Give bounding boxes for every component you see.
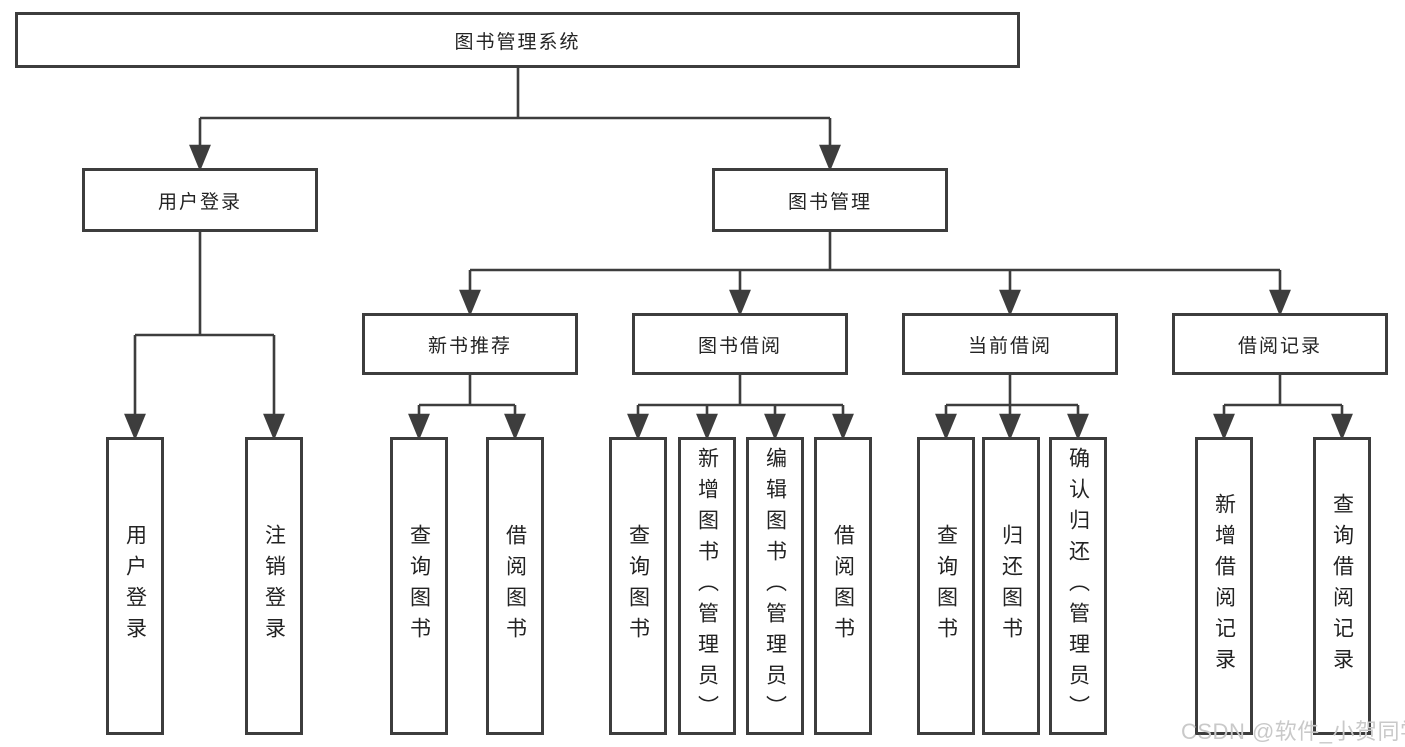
leaf-logout: 注销登录 [245,437,303,735]
leaf-edit-books-admin-label: 编辑图书（管理员） [763,446,787,726]
connector-root-to-level2 [189,68,841,172]
leaf-confirm-return-admin: 确认归还（管理员） [1049,437,1107,735]
arrow-down-icon [189,144,211,172]
arrow-down-icon [263,413,285,441]
arrow-down-icon [819,144,841,172]
leaf-add-books-admin: 新增图书（管理员） [678,437,736,735]
arrow-down-icon [935,413,957,441]
leaf-user-login: 用户登录 [106,437,164,735]
arrow-down-icon [504,413,526,441]
connector-borrow-record-children [1213,375,1353,441]
node-book-management: 图书管理 [712,168,948,232]
leaf-return-books-label: 归还图书 [999,524,1023,648]
arrow-down-icon [1213,413,1235,441]
leaf-borrow-books-1-label: 借阅图书 [503,524,527,648]
node-book-borrow-label: 图书借阅 [697,335,782,357]
leaf-add-borrow-record-label: 新增借阅记录 [1212,493,1236,679]
leaf-query-borrow-record-label: 查询借阅记录 [1330,493,1354,679]
leaf-borrow-books-2-label: 借阅图书 [831,524,855,648]
node-user-login: 用户登录 [82,168,318,232]
node-new-book-recommend: 新书推荐 [362,313,578,375]
leaf-edit-books-admin: 编辑图书（管理员） [746,437,804,735]
leaf-query-books-1-label: 查询图书 [407,524,431,648]
arrow-down-icon [1331,413,1353,441]
arrow-down-icon [729,289,751,317]
leaf-query-books-2: 查询图书 [609,437,667,735]
arrow-down-icon [832,413,854,441]
leaf-borrow-books-2: 借阅图书 [814,437,872,735]
arrow-down-icon [1067,413,1089,441]
leaf-query-books-1: 查询图书 [390,437,448,735]
arrow-down-icon [408,413,430,441]
leaf-confirm-return-admin-label: 确认归还（管理员） [1066,446,1090,726]
arrow-down-icon [459,289,481,317]
node-borrow-record: 借阅记录 [1172,313,1388,375]
leaf-query-borrow-record: 查询借阅记录 [1313,437,1371,735]
leaf-query-books-2-label: 查询图书 [626,524,650,648]
leaf-logout-label: 注销登录 [262,524,286,648]
connector-new-book-children [408,375,526,441]
node-root-label: 图书管理系统 [454,31,581,53]
leaf-query-books-3-label: 查询图书 [934,524,958,648]
arrow-down-icon [764,413,786,441]
arrow-down-icon [999,413,1021,441]
node-book-borrow: 图书借阅 [632,313,848,375]
connector-book-mgmt-to-level3 [459,232,1291,317]
connector-book-borrow-children [627,375,854,441]
node-new-book-recommend-label: 新书推荐 [427,335,512,357]
leaf-query-books-3: 查询图书 [917,437,975,735]
node-borrow-record-label: 借阅记录 [1237,335,1322,357]
arrow-down-icon [627,413,649,441]
connector-user-login-children [124,232,285,441]
node-current-borrow: 当前借阅 [902,313,1118,375]
arrow-down-icon [696,413,718,441]
leaf-add-books-admin-label: 新增图书（管理员） [695,446,719,726]
leaf-user-login-label: 用户登录 [123,524,147,648]
leaf-add-borrow-record: 新增借阅记录 [1195,437,1253,735]
node-root: 图书管理系统 [15,12,1020,68]
node-book-management-label: 图书管理 [787,191,872,213]
leaf-borrow-books-1: 借阅图书 [486,437,544,735]
arrow-down-icon [1269,289,1291,317]
arrow-down-icon [999,289,1021,317]
connector-current-borrow-children [935,375,1089,441]
leaf-return-books: 归还图书 [982,437,1040,735]
node-user-login-label: 用户登录 [157,191,242,213]
node-current-borrow-label: 当前借阅 [967,335,1052,357]
arrow-down-icon [124,413,146,441]
